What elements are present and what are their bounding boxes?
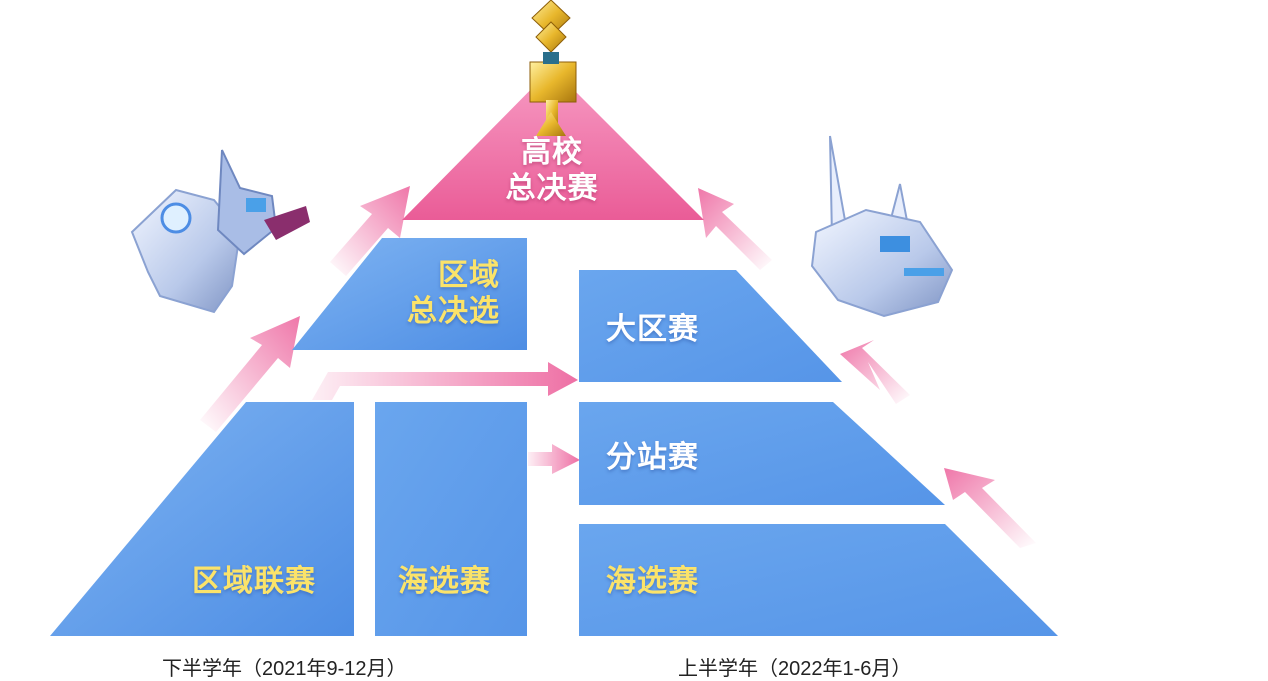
arrow-up-left-upper bbox=[330, 186, 410, 276]
arrow-up-right-upper bbox=[698, 188, 772, 270]
arrow-connect-upper bbox=[312, 362, 578, 400]
robot-right-icon bbox=[810, 135, 954, 318]
label-regional-league: 区域联赛 bbox=[192, 564, 316, 599]
label-left-audition: 海选赛 bbox=[398, 564, 491, 599]
arrow-up-right-lower bbox=[944, 468, 1036, 548]
label-right-audition: 海选赛 bbox=[606, 564, 699, 599]
tier-right-station bbox=[579, 402, 945, 505]
arrow-up-right-mid bbox=[840, 340, 910, 404]
arrows-right bbox=[698, 188, 1036, 548]
robot-left-icon bbox=[130, 149, 310, 314]
arrow-up-left-lower bbox=[200, 316, 300, 432]
tier-top-final bbox=[402, 68, 704, 220]
caption-left: 下半学年（2021年9-12月） bbox=[162, 658, 407, 680]
tier-right-region bbox=[579, 270, 842, 382]
label-top-final-line1: 高校 bbox=[521, 135, 583, 170]
tier-right-audition bbox=[579, 524, 1058, 636]
label-region: 大区赛 bbox=[606, 312, 699, 347]
label-station: 分站赛 bbox=[606, 440, 699, 475]
tier-left-league bbox=[50, 402, 354, 636]
trophy-icon bbox=[529, 0, 577, 136]
label-regional-final-line2: 总决选 bbox=[407, 294, 500, 329]
label-top-final-line2: 总决赛 bbox=[505, 171, 599, 206]
label-top-final: 高校 总决赛 bbox=[488, 135, 616, 207]
arrow-connect-lower bbox=[528, 444, 580, 474]
arrows-left bbox=[200, 186, 410, 432]
label-regional-final-line1: 区域 bbox=[438, 258, 500, 293]
tier-left-audition bbox=[375, 402, 527, 636]
tier-left-regional-final bbox=[292, 238, 527, 350]
caption-right: 上半学年（2022年1-6月） bbox=[678, 658, 912, 680]
arrows-connect bbox=[312, 362, 580, 474]
label-regional-final: 区域 总决选 bbox=[390, 258, 500, 330]
